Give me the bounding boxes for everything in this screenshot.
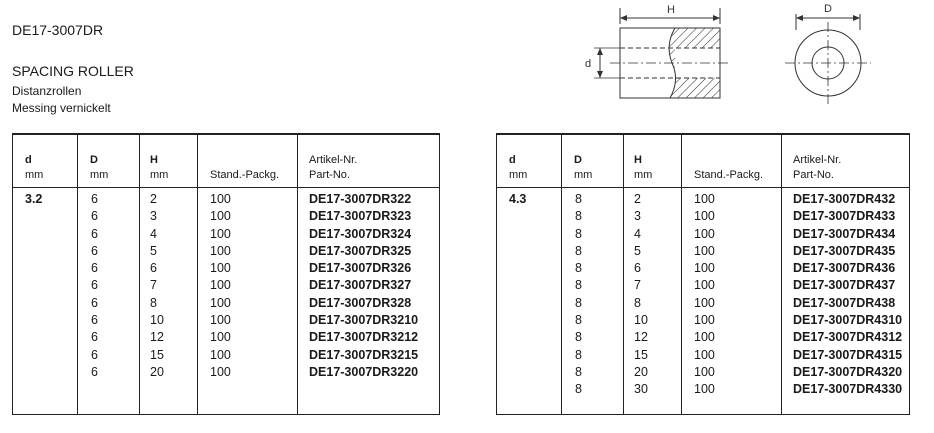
header-pack: Stand.-Packg. bbox=[210, 169, 280, 181]
dimension-label-d-small: d bbox=[585, 58, 591, 70]
product-title: SPACING ROLLER bbox=[12, 63, 134, 79]
technical-drawing: H d D bbox=[585, 3, 871, 104]
product-material: Messing vernickelt bbox=[12, 101, 111, 115]
header-part-no: Artikel-Nr.Part-No. bbox=[309, 154, 358, 181]
header-pack: Stand.-Packg. bbox=[694, 169, 764, 181]
side-view: H d bbox=[585, 4, 730, 99]
dimension-label-d-large: D bbox=[824, 3, 832, 15]
header-part-no: Artikel-Nr.Part-No. bbox=[793, 154, 842, 181]
product-code: DE17-3007DR bbox=[12, 22, 104, 38]
d-value: 4.3 bbox=[509, 192, 527, 206]
d-value: 3.2 bbox=[25, 192, 43, 206]
dimension-label-h: H bbox=[667, 4, 675, 16]
front-view: D bbox=[785, 3, 871, 104]
product-subtitle-german: Distanzrollen bbox=[12, 84, 82, 98]
